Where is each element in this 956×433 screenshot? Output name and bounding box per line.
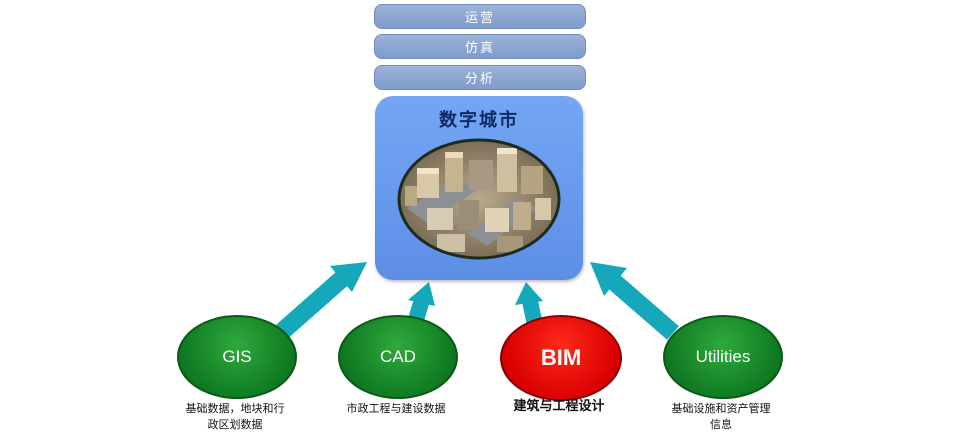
arrow-utilities-to-city (590, 262, 679, 340)
caption-gis-line-1: 基础数据，地块和行 (185, 402, 285, 415)
caption-bim-line-1: 建筑与工程设计 (513, 399, 605, 414)
caption-gis-line-2: 政区划数据 (207, 418, 263, 431)
layer-operations: 运营 (374, 4, 586, 29)
caption-utilities-line-2: 信息 (710, 418, 732, 431)
caption-bim: 建筑与工程设计 (488, 399, 630, 415)
city-model-image (397, 138, 561, 260)
layer-analysis: 分析 (374, 65, 586, 90)
node-utilities: Utilities (663, 315, 783, 399)
node-gis: GIS (177, 315, 297, 399)
caption-utilities-line-1: 基础设施和资产管理 (671, 402, 771, 415)
caption-cad-line-1: 市政工程与建设数据 (346, 402, 446, 415)
digital-city-title: 数字城市 (439, 110, 519, 131)
caption-cad: 市政工程与建设数据 (320, 401, 472, 417)
caption-gis: 基础数据，地块和行 政区划数据 (160, 401, 310, 433)
digital-city-box: 数字城市 (375, 96, 583, 280)
node-cad: CAD (338, 315, 458, 399)
arrow-gis-to-city (271, 262, 367, 343)
node-bim: BIM (500, 315, 622, 401)
caption-utilities: 基础设施和资产管理 信息 (645, 401, 797, 433)
layer-simulation: 仿真 (374, 34, 586, 59)
